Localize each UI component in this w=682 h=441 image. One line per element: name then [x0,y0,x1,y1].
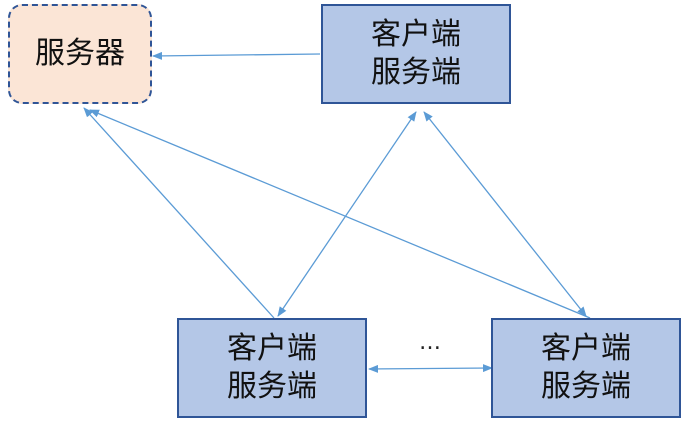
peer-label-client: 客户端 [541,331,631,366]
arrow-right-peer-to-server [89,109,591,319]
arrow-left-peer-to-server [83,107,275,319]
ellipsis-more-peers: … [419,330,441,355]
peer-label-client: 客户端 [371,17,461,52]
peer-node-top: 客户端 服务端 [321,4,511,104]
peer-label-client: 客户端 [227,331,317,366]
arrow-top-peer-to-server [152,51,321,60]
peer-label-server: 服务端 [371,55,461,90]
server-label: 服务器 [35,36,125,71]
peer-node-bottom-right: 客户端 服务端 [491,318,681,418]
arrow-bottom-peers [368,364,493,373]
peer-label-server: 服务端 [227,369,317,404]
arrow-top-left-peers [277,111,417,317]
peer-node-bottom-left: 客户端 服务端 [177,318,367,418]
server-node: 服务器 [8,4,152,104]
peer-label-server: 服务端 [541,369,631,404]
arrow-top-right-peers [423,111,587,317]
